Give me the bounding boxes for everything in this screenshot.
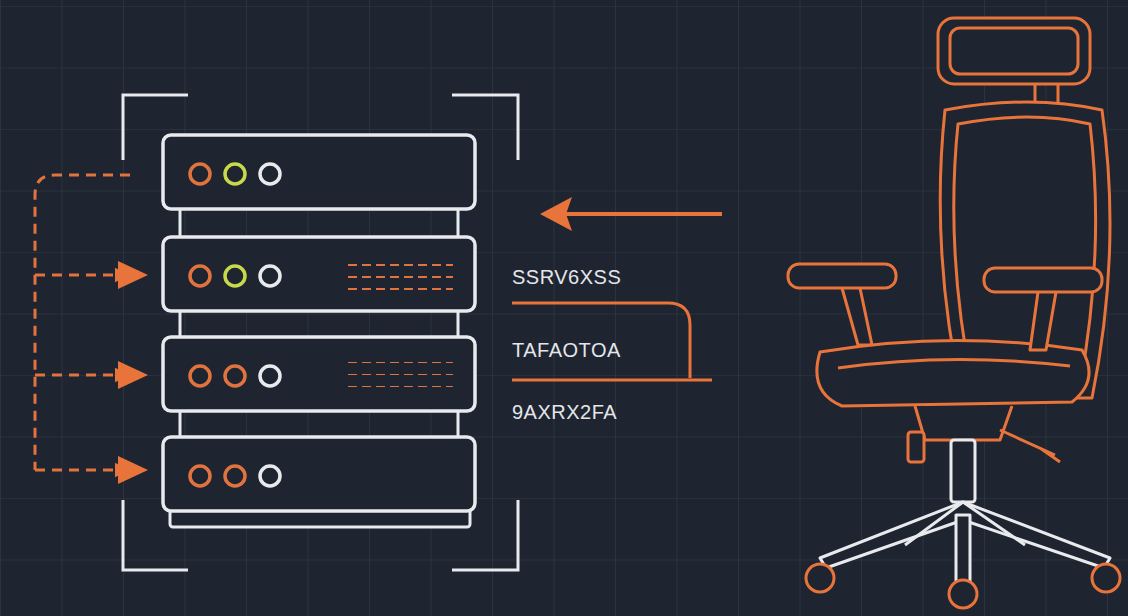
status-light bbox=[190, 366, 210, 386]
vent-slots bbox=[348, 386, 453, 390]
vent-slots bbox=[348, 184, 453, 188]
pointer-arrow bbox=[540, 197, 722, 231]
server-unit bbox=[163, 237, 475, 311]
server-unit bbox=[163, 337, 475, 411]
vent-slots bbox=[348, 286, 453, 290]
label-text: 9AXRX2FA bbox=[512, 400, 617, 424]
server-unit bbox=[163, 135, 475, 209]
label-text: SSRV6XSS bbox=[512, 265, 621, 289]
status-light bbox=[260, 164, 280, 184]
status-light bbox=[190, 466, 210, 486]
status-light bbox=[260, 466, 280, 486]
label-text: TAFAOTOA bbox=[512, 338, 621, 362]
vent-slots bbox=[348, 160, 453, 164]
office-chair bbox=[788, 18, 1110, 462]
unit-panel bbox=[163, 237, 475, 311]
dashed-feed-lines bbox=[35, 175, 130, 470]
server-unit bbox=[163, 437, 475, 511]
vent-slots bbox=[348, 362, 453, 366]
server-rack bbox=[163, 135, 475, 527]
unit-panel bbox=[163, 135, 475, 209]
vent-slots bbox=[348, 262, 453, 266]
status-light bbox=[260, 366, 280, 386]
corner-brackets bbox=[123, 95, 518, 570]
vent-slots bbox=[348, 274, 453, 278]
chair-base bbox=[820, 440, 1110, 585]
feed-arrowheads bbox=[118, 261, 148, 484]
vent-slots bbox=[348, 374, 453, 378]
chair-casters bbox=[806, 564, 1120, 608]
status-light bbox=[225, 164, 245, 184]
callout-bracket bbox=[512, 303, 712, 380]
vent-slots bbox=[348, 462, 453, 466]
vent-slots bbox=[348, 474, 453, 478]
status-light bbox=[260, 266, 280, 286]
vent-slots bbox=[348, 486, 453, 490]
status-light bbox=[225, 366, 245, 386]
unit-panel bbox=[163, 337, 475, 411]
status-light bbox=[190, 266, 210, 286]
status-light bbox=[190, 164, 210, 184]
unit-panel bbox=[163, 437, 475, 511]
vent-slots bbox=[348, 172, 453, 176]
status-light bbox=[225, 466, 245, 486]
status-light bbox=[225, 266, 245, 286]
